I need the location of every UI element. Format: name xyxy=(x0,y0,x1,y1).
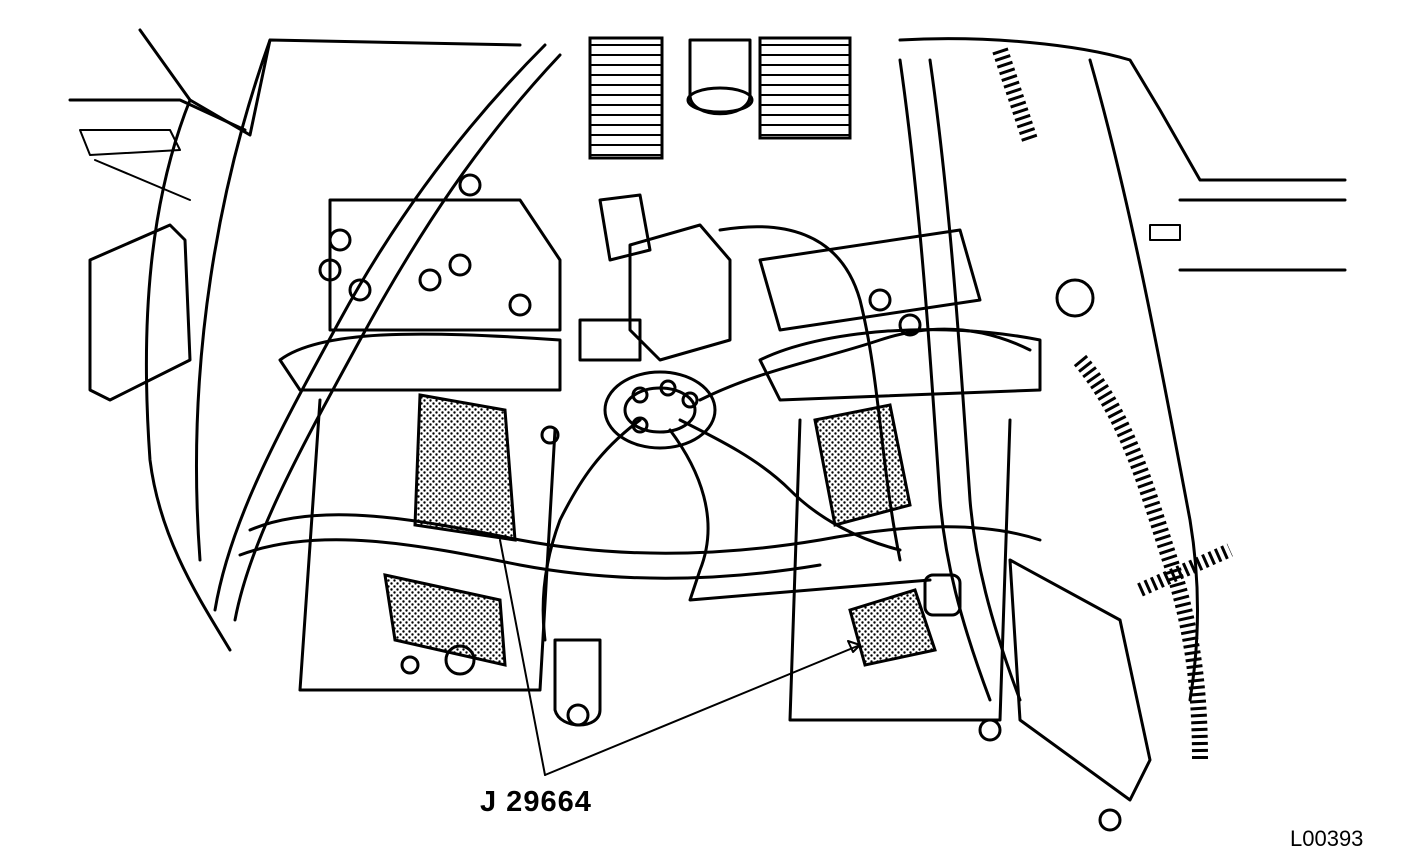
injection-pump xyxy=(578,193,732,450)
engine-mount-bracket xyxy=(923,558,1152,832)
shaded-component-left-upper xyxy=(413,393,517,542)
accelerator-pedal xyxy=(88,223,192,402)
left-fender xyxy=(68,28,522,652)
shaded-component-right-lower xyxy=(848,588,937,667)
tool-number-label: J 29664 xyxy=(480,786,592,818)
callout-leader-lines xyxy=(499,539,861,776)
shaded-component-right-upper xyxy=(813,403,912,527)
fuel-lines xyxy=(213,43,1042,702)
lower-left-hardware xyxy=(400,638,602,727)
shaded-component-left-lower xyxy=(383,573,507,667)
cowl-panel xyxy=(588,36,852,160)
right-fender xyxy=(898,37,1347,702)
figure-id-label: L00393 xyxy=(1290,826,1364,851)
wiring-loom xyxy=(992,47,1233,761)
